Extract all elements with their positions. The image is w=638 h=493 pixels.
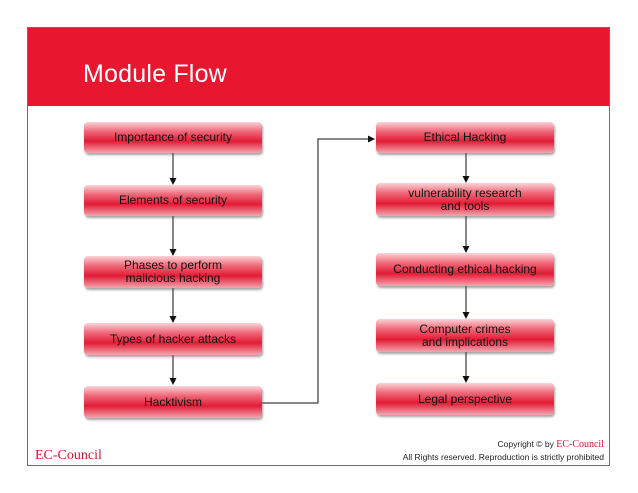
ec-council-logo: EC-Council [35, 448, 102, 463]
copyright-brand: EC-Council [556, 439, 604, 450]
flow-box-elements-of-security: Elements of security [84, 185, 262, 216]
flow-box-legal-perspective: Legal perspective [376, 383, 554, 415]
flow-box-conducting-ethical-hacking: Conducting ethical hacking [376, 253, 554, 286]
flow-box-computer-crimes: Computer crimes and implications [376, 319, 554, 352]
flow-box-importance-of-security: Importance of security [84, 122, 262, 153]
copyright-prefix: Copyright © by [497, 439, 557, 449]
flow-box-ethical-hacking: Ethical Hacking [376, 122, 554, 153]
copyright-line: Copyright © by EC-Council [403, 438, 604, 451]
flow-box-types-of-hacker-attacks: Types of hacker attacks [84, 323, 262, 355]
flow-box-vulnerability-research: vulnerability research and tools [376, 183, 554, 216]
page-title: Module Flow [83, 60, 227, 88]
arrow-column-link [262, 135, 375, 404]
title-banner: Module Flow [28, 28, 609, 106]
rights-line: All Rights reserved. Reproduction is str… [402, 452, 604, 462]
flow-box-phases-malicious-hacking: Phases to perform malicious hacking [84, 256, 262, 288]
copyright-notice: Copyright © by EC-Council All Rights res… [403, 438, 604, 463]
flow-box-hacktivism: Hacktivism [84, 386, 262, 418]
